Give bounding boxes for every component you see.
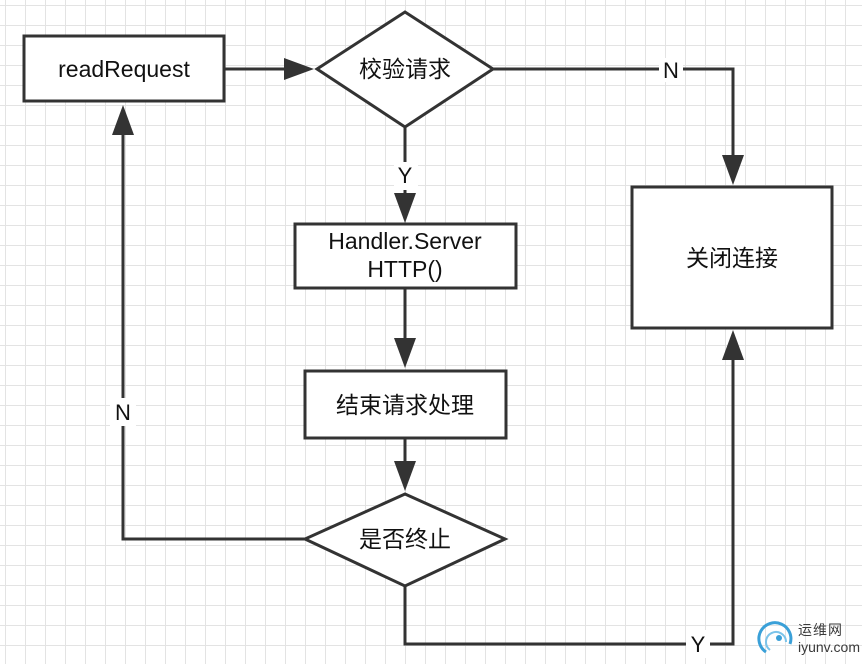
edge-label-validate-yes: Y [398,163,413,188]
node-is-terminated-label: 是否终止 [359,526,451,552]
edge-label-bg-terminate-no [110,398,136,426]
watermark-name: 运维网 [798,623,843,639]
arrow-validate-to-handler [394,193,416,223]
edge-label-bg-validate-yes [394,162,418,190]
node-read-request-label: readRequest [58,56,190,82]
arrow-handler-to-finish [394,338,416,368]
edge-terminate-to-read [121,130,305,541]
node-close-connection [630,185,834,330]
watermark-logo-icon [757,621,793,654]
arrow-finish-to-terminate [394,461,416,491]
edges [112,58,744,646]
arrow-terminate-to-read [112,105,134,135]
edge-label-bg-validate-no [659,58,683,82]
edge-labels: N Y N Y [110,58,710,658]
arrow-terminate-to-close [722,330,744,360]
edge-label-bg-terminate-yes [686,630,710,658]
node-close-connection-label: 关闭连接 [686,245,778,271]
node-validate-request [314,10,496,129]
node-read-request [22,34,226,103]
edge-label-terminate-no: N [115,400,131,425]
watermark: 运维网 iyunv.com [756,614,862,664]
edge-label-validate-no: N [663,58,679,83]
edge-label-terminate-yes: Y [691,632,706,657]
watermark-domain: iyunv.com [798,639,860,655]
node-handler-label-line2: HTTP() [367,256,442,282]
nodes: readRequest 校验请求 Handler.Server HTTP() 结… [22,10,834,588]
edge-terminate-to-close [403,355,735,646]
node-handler-label-line1: Handler.Server [328,228,482,254]
arrow-read-to-validate [284,58,314,80]
arrow-validate-to-close [722,155,744,185]
node-finish-request-label: 结束请求处理 [336,392,474,418]
edge-validate-to-close [493,67,735,160]
node-handler [293,222,518,290]
node-finish-request [303,369,508,440]
node-is-terminated [301,492,509,588]
node-validate-request-label: 校验请求 [359,56,451,82]
